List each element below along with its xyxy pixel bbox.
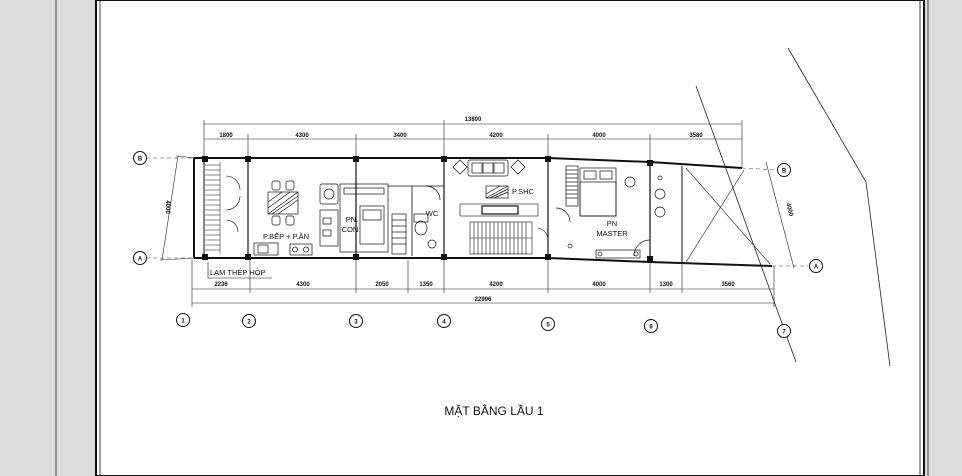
svg-text:6: 6 — [649, 325, 653, 331]
wc-fixtures — [391, 185, 441, 255]
dim-top-5: 4000 — [592, 133, 606, 139]
dim-bottom-1: 2236 — [214, 282, 228, 288]
overall-top-dim: 13800 — [465, 117, 482, 123]
dim-bottom-4: 1350 — [419, 282, 433, 288]
dim-top-3: 3400 — [393, 133, 407, 139]
svg-text:1: 1 — [181, 319, 185, 325]
dim-bottom-3: 2050 — [375, 282, 389, 288]
axis-bubble-col-7: 7 — [777, 324, 791, 338]
svg-text:A: A — [138, 257, 143, 263]
master-bedroom-furniture — [555, 165, 651, 259]
bottom-dimension-chain — [191, 260, 775, 307]
axis-bubble-col-4: 4 — [437, 314, 451, 328]
louver-note: LAM THÉP HỘP — [210, 268, 266, 277]
dining-table — [267, 180, 299, 226]
building-walls — [193, 157, 773, 267]
dim-top-4: 4200 — [489, 133, 503, 139]
room-label-worship: P.SHC — [512, 187, 535, 196]
axis-bubble-col-5: 5 — [541, 317, 555, 331]
child-bedroom-furniture — [319, 183, 389, 253]
svg-text:4: 4 — [442, 320, 446, 326]
room-label-master-1: PN — [607, 219, 617, 228]
axis-bubble-row-a-left: A — [133, 251, 147, 265]
svg-text:2: 2 — [247, 320, 251, 326]
outer-border — [55, 0, 929, 476]
axis-bubble-col-2: 2 — [242, 314, 256, 328]
svg-text:A: A — [814, 265, 819, 271]
svg-text:5: 5 — [546, 323, 550, 329]
axis-bubble-col-3: 3 — [349, 314, 363, 328]
room-label-master-2: MASTER — [596, 229, 628, 238]
side-dim-left: 4000 — [164, 200, 170, 214]
top-dimension-chain — [203, 120, 743, 168]
kitchen-counter — [253, 242, 313, 256]
staircase — [459, 203, 549, 255]
axis-bubble-col-1: 1 — [176, 313, 190, 327]
room-label-child-2: CON — [342, 225, 359, 234]
axis-bubble-row-b-right: B — [777, 163, 791, 177]
dim-top-6: 3580 — [689, 133, 703, 139]
structural-columns — [202, 156, 653, 262]
axis-bubble-row-a-right: A — [809, 259, 823, 273]
site-boundary — [695, 47, 891, 367]
dim-bottom-6: 4000 — [592, 282, 606, 288]
axis-bubble-row-b-left: B — [133, 151, 147, 165]
overall-bottom-dim: 22996 — [475, 297, 492, 303]
side-dimension-right — [765, 161, 795, 269]
kitchen-doors — [225, 175, 241, 233]
room-label-wc: WC — [426, 209, 439, 218]
dim-top-2: 4300 — [295, 133, 309, 139]
svg-text:7: 7 — [782, 330, 786, 336]
steel-louver-panel — [205, 162, 221, 254]
worship-altar — [485, 185, 509, 199]
dim-bottom-5: 4200 — [489, 282, 503, 288]
drawing-title: MẶT BẰNG LẦU 1 — [444, 403, 543, 418]
axis-bubble-col-6: 6 — [644, 319, 658, 333]
svg-text:B: B — [138, 157, 143, 163]
room-label-kitchen: P.BẾP + P.ĂN — [263, 231, 309, 241]
dim-bottom-8: 3560 — [721, 282, 735, 288]
balcony-planters — [654, 175, 666, 218]
dim-top-1: 1800 — [219, 133, 233, 139]
void-cross — [685, 167, 771, 265]
grid-axis-lines — [146, 157, 808, 267]
svg-text:B: B — [782, 169, 787, 175]
dim-bottom-2: 4300 — [296, 282, 310, 288]
sofa-set — [452, 159, 526, 177]
room-label-child-1: PN. — [346, 215, 359, 224]
side-dim-right: 4000 — [784, 203, 793, 218]
svg-text:3: 3 — [354, 320, 358, 326]
dim-bottom-7: 1300 — [659, 282, 673, 288]
side-dimension-left — [159, 155, 197, 261]
